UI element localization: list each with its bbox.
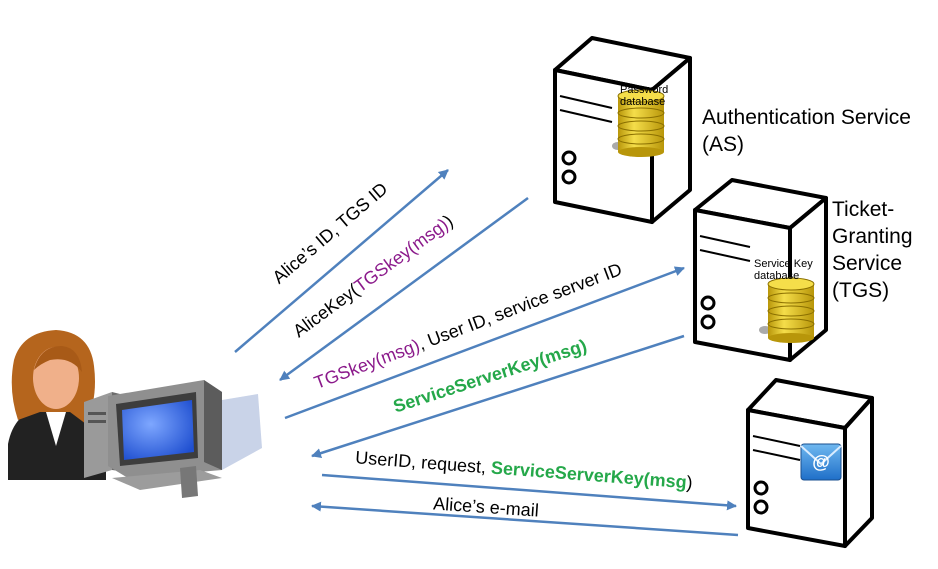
as-title-line1: Authentication Service (702, 106, 911, 129)
service-key-db-line2: database (754, 270, 800, 282)
alice-avatar (8, 330, 106, 480)
arrow-tgs-to-alice (311, 334, 685, 458)
tgs-title: Ticket- Granting Service (TGS) (832, 196, 913, 304)
service-key-database-label: Service Key database (754, 258, 813, 282)
tgs-title-line4: (TGS) (832, 279, 890, 302)
email-at-glyph: @ (812, 452, 830, 472)
arrow-as-to-alice (279, 196, 529, 382)
password-db-line2: database (620, 96, 666, 108)
service-key-database-icon (759, 277, 815, 343)
arrow-mail-to-alice (311, 501, 739, 537)
password-db-line1: Password (620, 84, 669, 96)
arrow-alice-to-tgs (284, 266, 685, 420)
service-key-db-line1: Service Key (754, 258, 813, 270)
as-title: Authentication Service (AS) (702, 104, 911, 158)
arrow-alice-to-mail (321, 473, 737, 511)
desktop-computer-icon (84, 380, 262, 498)
arrow-alice-to-as (234, 169, 449, 353)
password-database-icon (612, 89, 665, 157)
tgs-title-line2: Granting (832, 225, 913, 248)
tgs-title-line3: Service (832, 252, 903, 275)
email-icon: @ (800, 443, 842, 481)
tgs-title-line1: Ticket- (832, 198, 895, 221)
password-database-label: Password database (620, 84, 668, 108)
as-title-line2: (AS) (702, 133, 744, 156)
